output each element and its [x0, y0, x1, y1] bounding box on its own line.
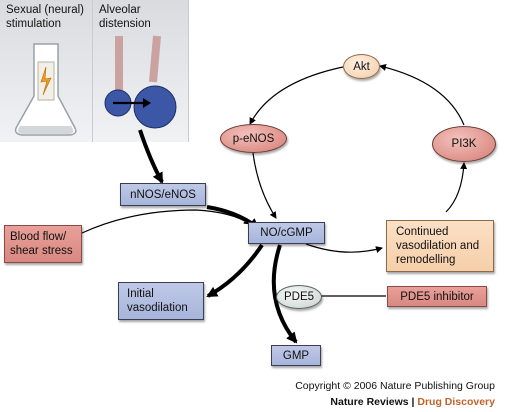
- arrow-alveoli-to-nos: [138, 129, 164, 184]
- p-enos-oval: p-eNOS: [220, 124, 287, 153]
- pi3k-label: PI3K: [451, 138, 477, 150]
- p-enos-label: p-eNOS: [232, 132, 275, 145]
- sexual-stimulation-panel: Sexual (neural) stimulation: [0, 0, 93, 142]
- pde5-inhibitor-label: PDE5 inhibitor: [400, 290, 474, 303]
- blood-flow-box: Blood flow/ shear stress: [4, 225, 82, 263]
- pde5-label: PDE5: [283, 291, 315, 303]
- journal-name: Nature Reviews: [330, 396, 409, 408]
- continued-vasodilation-label: Continued vasodilation and remodelling: [396, 226, 480, 266]
- nnos-enos-label: nNOS/eNOS: [130, 188, 196, 201]
- alveolar-distension-panel: Alveolar distension: [93, 0, 189, 142]
- arrow-peNOS-to-nocgmp: [252, 152, 277, 219]
- gmp-box: GMP: [271, 345, 321, 366]
- journal-section: Drug Discovery: [417, 396, 495, 408]
- arrow-pi3k-to-akt: [379, 64, 465, 126]
- initial-vasodilation-label: Initial vasodilation: [127, 288, 188, 314]
- akt-oval: Akt: [343, 54, 380, 79]
- nnos-enos-box: nNOS/eNOS: [120, 183, 206, 206]
- pde5-oval: PDE5: [276, 285, 322, 309]
- initial-vasodilation-box: Initial vasodilation: [118, 282, 204, 320]
- journal-separator: |: [408, 396, 418, 408]
- akt-label: Akt: [353, 60, 370, 73]
- arrow-bloodflow-to-nocgmp: [81, 209, 251, 234]
- journal-line: Nature Reviews | Drug Discovery: [330, 396, 495, 408]
- copyright-text: Copyright © 2006 Nature Publishing Group: [295, 380, 495, 392]
- pi3k-oval: PI3K: [432, 126, 496, 162]
- sexual-stimulation-caption: Sexual (neural) stimulation: [6, 4, 84, 30]
- arrow-nocgmp-to-initial: [206, 243, 264, 298]
- pde5-inhibitor-box: PDE5 inhibitor: [387, 286, 487, 307]
- arrow-akt-to-peNOS: [249, 66, 344, 125]
- alveoli-icon: [104, 35, 177, 129]
- no-cgmp-label: NO/cGMP: [260, 227, 313, 239]
- blood-flow-label: Blood flow/ shear stress: [10, 231, 73, 257]
- arrow-continued-to-pi3k: [445, 162, 468, 213]
- continued-vasodilation-box: Continued vasodilation and remodelling: [386, 220, 494, 272]
- copyright-line: Copyright © 2006 Nature Publishing Group: [295, 380, 495, 392]
- flask-icon: [14, 43, 77, 136]
- alveolar-distension-caption: Alveolar distension: [99, 4, 151, 30]
- no-cgmp-box: NO/cGMP: [248, 222, 325, 244]
- gmp-label: GMP: [282, 349, 310, 362]
- arrow-nocgmp-to-continued: [305, 243, 383, 253]
- arrow-nocgmp-to-gmp: [271, 244, 298, 344]
